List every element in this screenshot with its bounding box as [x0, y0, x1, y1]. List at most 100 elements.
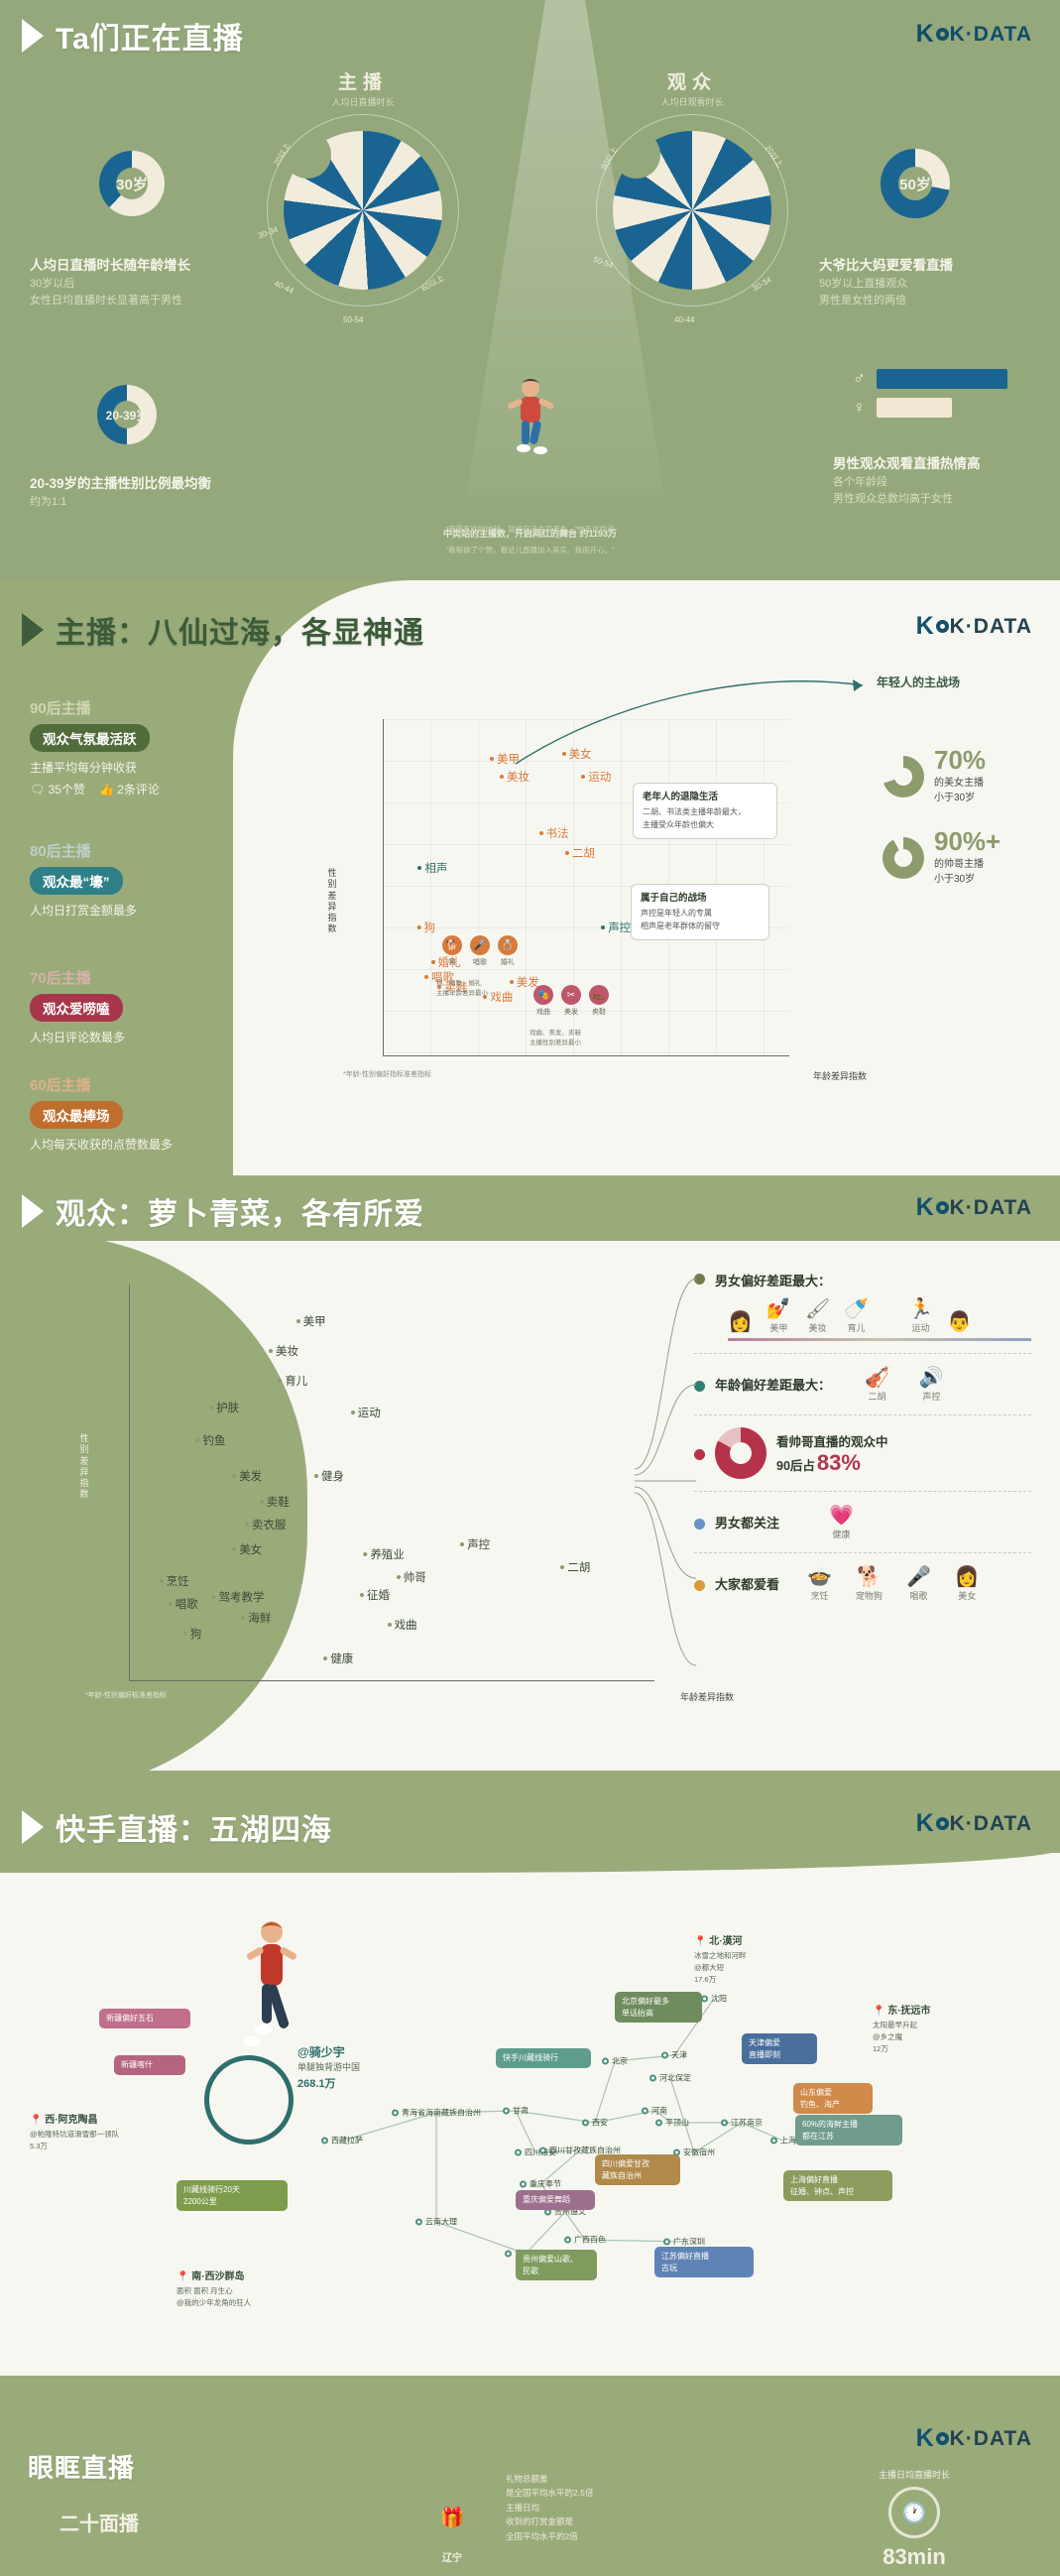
point-label: 卖鞋 [444, 982, 468, 994]
point-marker [561, 752, 566, 756]
footnote-line-1: "我最喜欢的时刻，就是自己去见老乡。"快手这样说 [445, 525, 615, 534]
point-marker [259, 1499, 264, 1504]
map-route-lines [341, 1998, 784, 2255]
point-label: 狗 [189, 1629, 202, 1642]
icon-group-2-note: 戏曲、美发、卖鞋 主播性别差异最小 [530, 1030, 581, 1046]
point-marker [195, 1437, 200, 1442]
map-pin-icon [661, 2051, 668, 2059]
caption-line-1: 约为1:1 [30, 496, 67, 509]
map-tag-line: 直播即刻 [749, 2049, 780, 2059]
logo-text: K·DATA [949, 1195, 1032, 1219]
center-label: @骑少宇 单腿独背游中国 268.1万 [297, 2043, 360, 2091]
bullet-icon [694, 1579, 705, 1591]
map-node-label: 重庆奉节 [530, 2179, 561, 2189]
section5-header: 眼眶直播 [28, 2448, 135, 2485]
generation-80s: 80后主播 观众最“壕” 人均日打赏金额最多 [30, 840, 137, 920]
map-node-label: 云南大理 [425, 2217, 457, 2227]
scatter-point: 声控 [460, 1536, 490, 1552]
point-marker [232, 1547, 237, 1551]
point-label: 钓鱼 [202, 1434, 226, 1447]
map-node: 四川甘孜藏族自治州 [539, 2146, 621, 2156]
scatter-point: 美妆 [269, 1343, 298, 1359]
footnote-line-2: 中类站的主播数，开启网红的舞台 约1193万 [442, 529, 618, 539]
map-node: 甘肃 [503, 2106, 529, 2117]
section4-title: 快手直播：五湖四海 [56, 1814, 332, 1847]
stat-percent: 90%+ [934, 826, 1001, 856]
caption-headline: 男性观众观看直播热情高 [833, 456, 981, 471]
callout-elderly: 老年人的退隐生活 二胡、书法类主播年龄最大， 主播受众年龄也偏大 [633, 783, 777, 839]
generation-stats: 🗨 35个赞 👍 2条评论 [30, 781, 160, 797]
x-axis [129, 1680, 654, 1681]
center-handle: @骑少宇 [297, 2045, 345, 2059]
map-node-label: 沈阳 [711, 1994, 727, 2004]
male-symbol-icon: ♂ [853, 369, 866, 388]
generation-title: 70后主播 [30, 970, 91, 987]
map-pin-icon [321, 2137, 328, 2145]
map-pin-icon [602, 2057, 609, 2065]
point-label: 健康 [330, 1654, 354, 1666]
point-marker [509, 980, 514, 984]
map-tag: 新疆偏好五石 [99, 2009, 190, 2028]
map-pin-icon [392, 2109, 399, 2117]
map-node-label: 天津 [671, 2050, 687, 2060]
map-tag-line: 藏族自治州 [602, 2170, 642, 2180]
pie-subtitle: 人均日观看时长 [660, 97, 724, 107]
male-bar [877, 369, 1007, 389]
point-label: 婚礼 [437, 957, 461, 969]
scatter-point: 运动 [350, 1405, 381, 1420]
caption-headline: 20-39岁的主播性别比例最均衡 [30, 476, 212, 491]
scatter-point: 美女 [561, 746, 592, 762]
corner-card-title: 📍 东·抚远市 [873, 2006, 931, 2017]
logo-ring-icon [935, 620, 949, 633]
handsome-donut [715, 1427, 766, 1479]
map-tag-line: 江苏偏好直播 [661, 2252, 709, 2261]
map-node: 青海省海南藏族自治州 [392, 2108, 481, 2119]
divider [694, 1491, 1031, 1492]
erhu-icon: 🎻 [865, 1367, 889, 1389]
map-pin-icon [770, 2137, 777, 2145]
scatter-point: 二胡 [560, 1559, 590, 1575]
handsome-percent: 83% [816, 1449, 861, 1475]
map-pin-icon [539, 2147, 546, 2154]
generation-desc: 主播平均每分钟收获 [30, 761, 138, 775]
point-marker [416, 925, 421, 929]
arrow-marker-icon [22, 613, 44, 647]
point-marker [601, 925, 606, 929]
divider [694, 1552, 1031, 1553]
x-axis [383, 1055, 789, 1056]
woman-icon: 👩 [728, 1311, 753, 1333]
scatter-point: 征婚 [360, 1587, 390, 1603]
generation-pill: 观众最“壕” [30, 867, 123, 895]
map-node-label: 西藏拉萨 [331, 2136, 363, 2146]
donut-chart: 30岁 [99, 151, 165, 216]
map-tag-line: 快手川藏线骑行 [503, 2053, 558, 2062]
x-axis-label: 年龄差异指数 [812, 1070, 867, 1081]
arrow-label: 年轻人的主战场 [877, 675, 961, 689]
map-pin-icon [663, 2238, 670, 2246]
point-label: 美发 [516, 977, 539, 989]
donut-center-label: 50岁 [899, 176, 931, 193]
point-marker [314, 1474, 318, 1479]
nail-polish-icon: 💅 [766, 1298, 791, 1320]
map-pin-icon [642, 2107, 648, 2115]
point-label: 美发 [239, 1471, 263, 1484]
point-label: 声控 [467, 1539, 491, 1552]
footer-mid: 🎁 辽宁 [426, 2492, 478, 2565]
y-axis-label: 性别差异指数 [79, 1433, 89, 1500]
point-marker [396, 1574, 401, 1579]
point-label: 唱歌 [175, 1599, 198, 1612]
map-tag-line: 贵州偏爱山歌、 [523, 2255, 578, 2264]
gender-icon-row: 👩 💅美甲 🖌美妆 🍼育儿 🏃运动 👨 [728, 1298, 972, 1333]
map-tag-line: 新疆喀什 [121, 2060, 153, 2069]
generation-title: 60后主播 [30, 1077, 91, 1094]
point-label: 二胡 [567, 1562, 591, 1575]
donut-center-label: 30岁 [116, 176, 148, 193]
pie-broadcaster: 主播 人均日直播时长 20以上 30-34 40-44 50-54 60以上 [257, 72, 459, 324]
point-marker [278, 1378, 283, 1383]
bullet-icon [694, 1518, 705, 1530]
footer-mid-text: 礼物总额差 是全国平均水平的2.5倍 主播日均 收到的打赏金额是 全国平均水平的… [506, 2474, 594, 2541]
map-node-label: 广东深圳 [673, 2237, 705, 2247]
